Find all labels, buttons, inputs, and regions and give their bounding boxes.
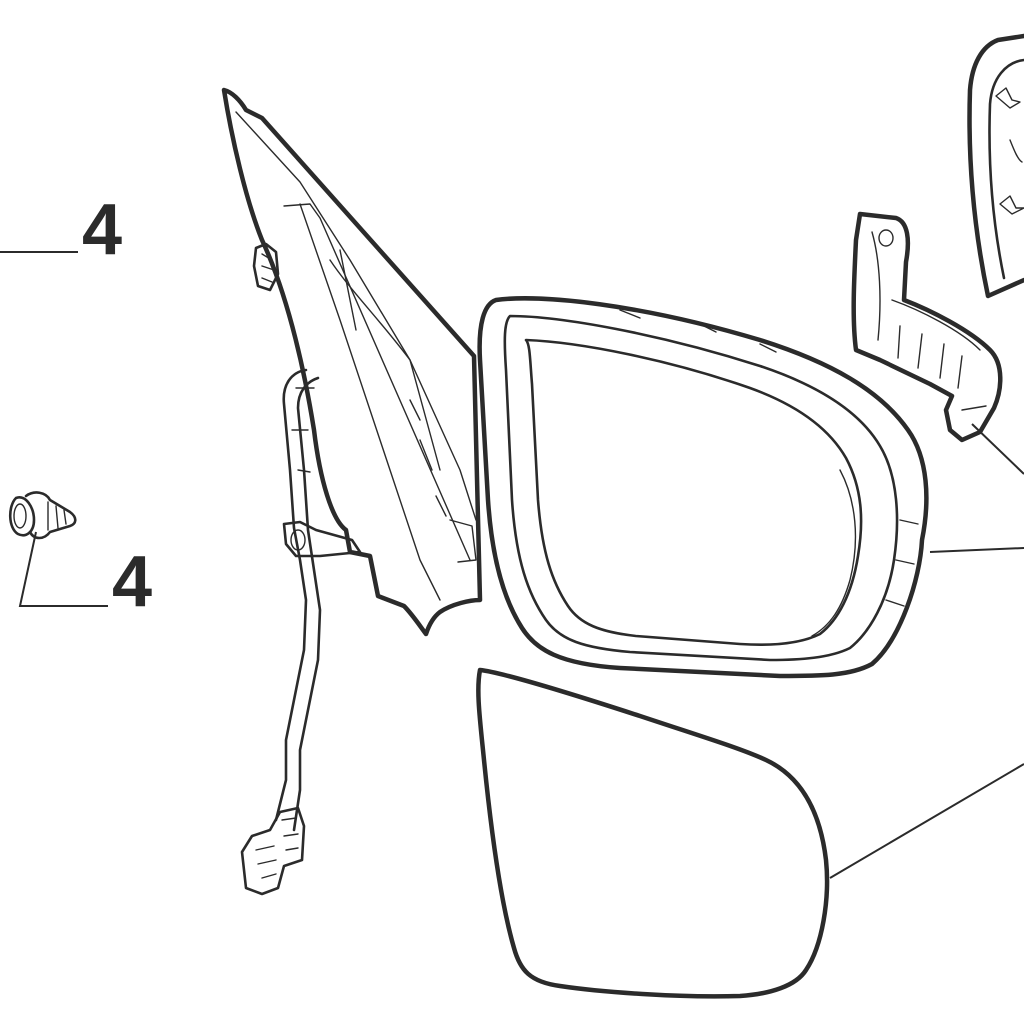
mirror-base-arm xyxy=(221,87,483,637)
callout-clip-number: 4 xyxy=(112,542,152,622)
callout-clip[interactable]: 4 xyxy=(18,531,152,622)
callout-top-number: 4 xyxy=(82,190,122,270)
mirror-glass xyxy=(476,667,830,999)
callout-top[interactable]: 4 xyxy=(0,190,122,270)
callout-clip-leader xyxy=(18,531,108,607)
push-clip-fastener xyxy=(8,491,77,540)
mirror-housing xyxy=(477,296,929,679)
turn-signal-lamp xyxy=(851,211,1003,443)
mirror-cover-cap xyxy=(967,33,1024,299)
wiring-harness xyxy=(240,368,362,896)
leader-lines xyxy=(829,423,1024,879)
